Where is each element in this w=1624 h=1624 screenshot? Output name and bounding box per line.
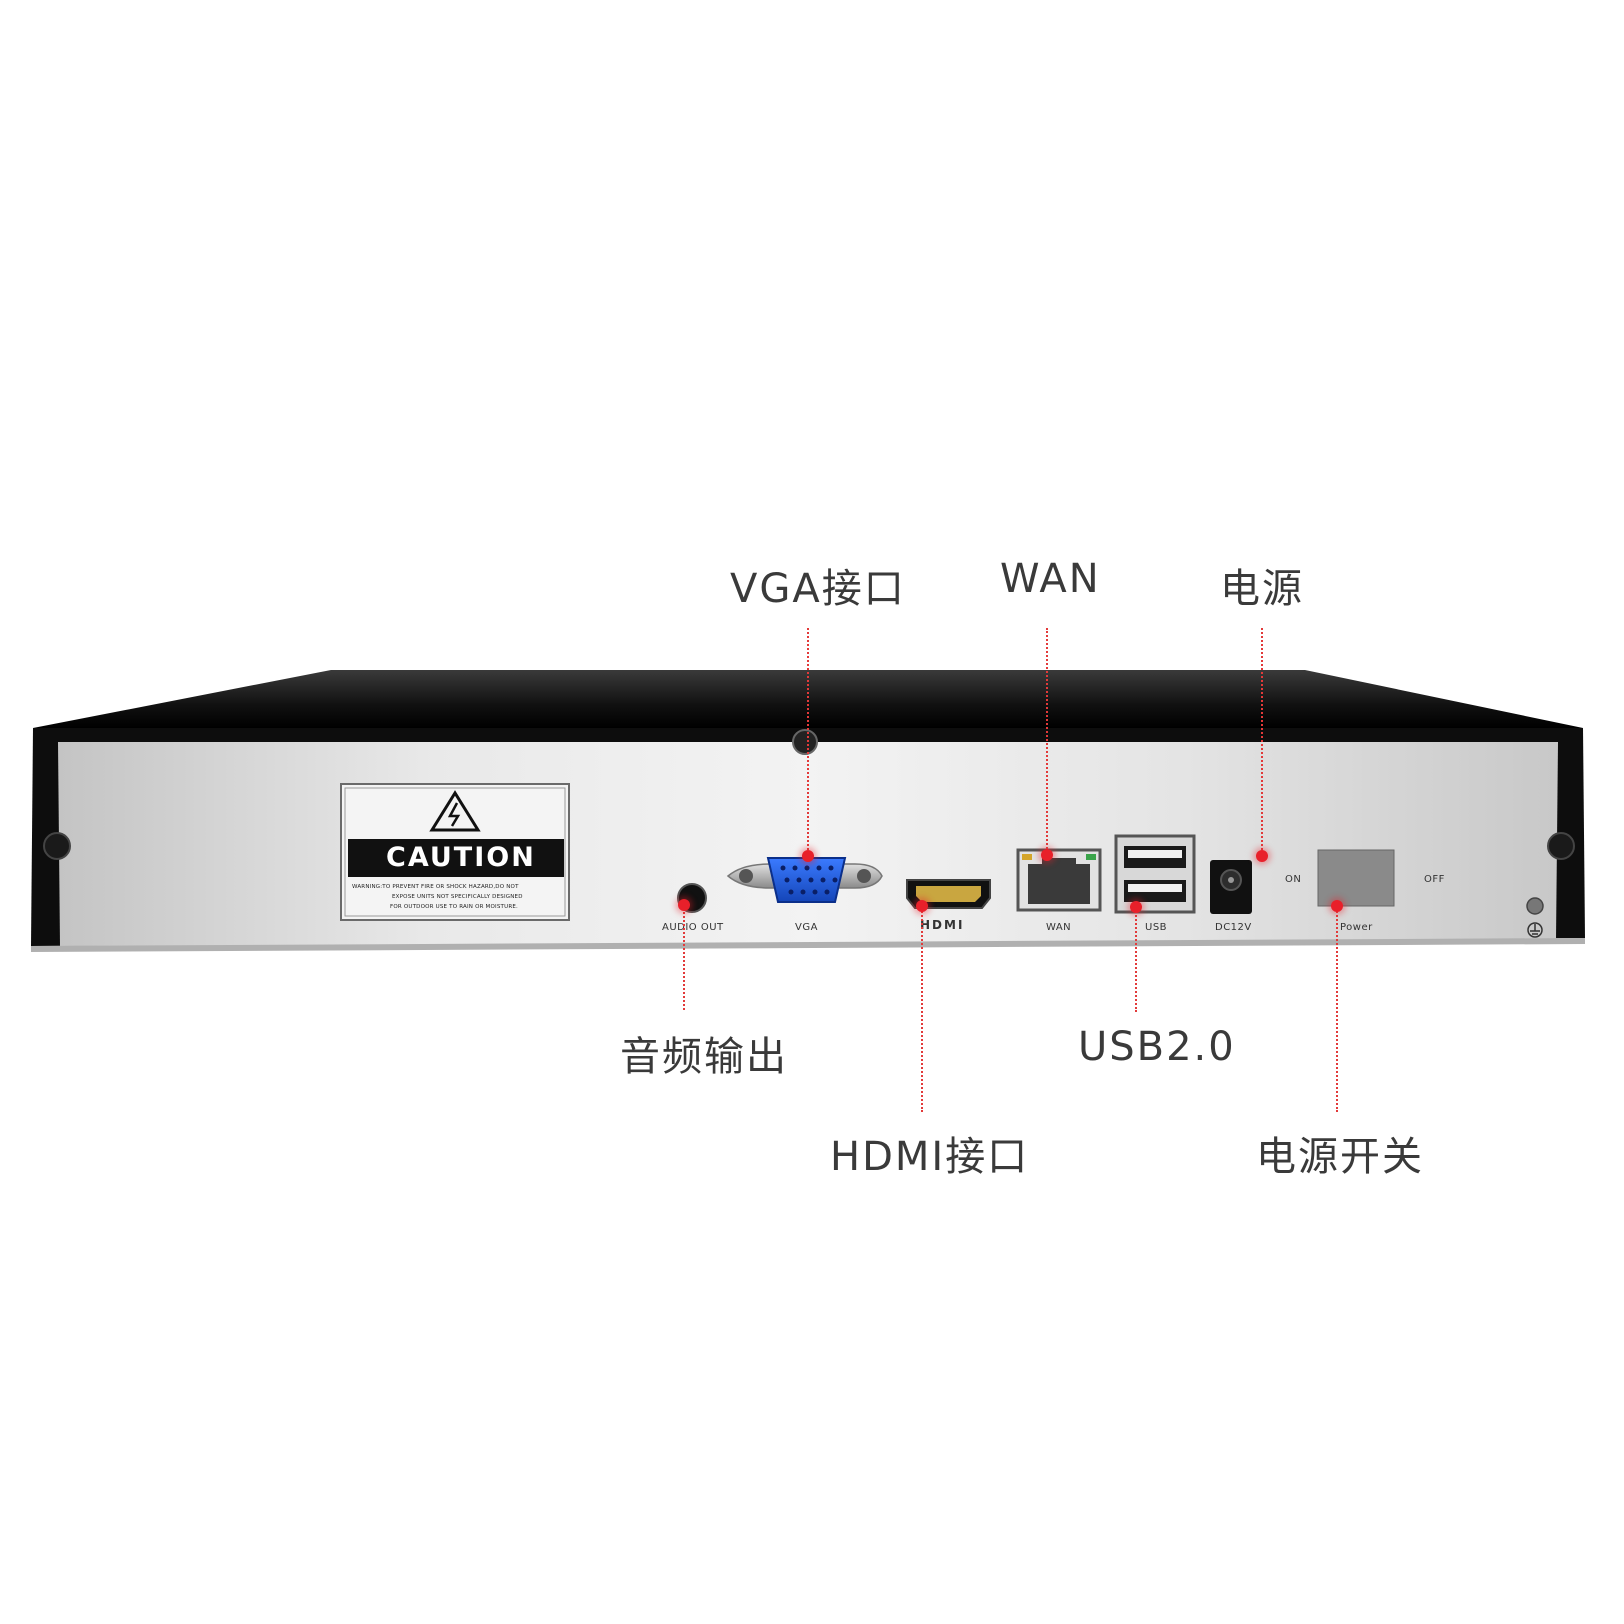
leader-audio: [683, 904, 685, 1010]
marker-dot-power: [1256, 850, 1268, 862]
screw-left: [43, 832, 71, 860]
label-audio-out: AUDIO OUT: [662, 922, 724, 933]
leader-power: [1261, 628, 1263, 854]
callout-wan: WAN: [1000, 556, 1101, 602]
callout-hdmi: HDMI接口: [830, 1134, 1030, 1180]
label-hdmi: HDMI: [920, 918, 965, 932]
caution-line: EXPOSE UNITS NOT SPECIFICALLY DESIGNED: [392, 894, 523, 900]
caution-title: CAUTION: [386, 842, 536, 873]
marker-dot-audio: [678, 899, 690, 911]
label-on: ON: [1285, 874, 1302, 885]
marker-dot-power-switch: [1331, 900, 1343, 912]
callout-power-switch: 电源开关: [1256, 1134, 1424, 1180]
label-power: Power: [1340, 922, 1373, 933]
callout-power: 电源: [1220, 566, 1304, 612]
power-switch-icon: [1317, 849, 1395, 907]
callout-audio: 音频输出: [620, 1034, 788, 1080]
label-dc12v: DC12V: [1215, 922, 1252, 933]
marker-dot-wan: [1041, 849, 1053, 861]
label-off: OFF: [1424, 874, 1445, 885]
ground-icon: [1527, 922, 1543, 938]
leader-vga: [807, 628, 809, 854]
screw-right: [1547, 832, 1575, 860]
leader-usb: [1135, 904, 1137, 1012]
leader-hdmi: [921, 904, 923, 1112]
caution-banner: [348, 839, 564, 877]
caution-line: WARNING:TO PREVENT FIRE OR SHOCK HAZARD,…: [352, 884, 519, 890]
ground-screw: [1526, 897, 1544, 915]
marker-dot-hdmi: [916, 900, 928, 912]
marker-dot-usb: [1130, 901, 1142, 913]
leader-wan: [1046, 628, 1048, 852]
label-usb: USB: [1145, 922, 1168, 933]
leader-power-switch: [1336, 904, 1338, 1112]
marker-dot-vga: [802, 850, 814, 862]
callout-usb: USB2.0: [1078, 1024, 1236, 1070]
label-vga: VGA: [795, 922, 818, 933]
callout-vga: VGA接口: [730, 566, 906, 612]
caution-line: FOR OUTDOOR USE TO RAIN OR MOISTURE.: [390, 904, 518, 910]
screw-top: [792, 729, 818, 755]
label-wan: WAN: [1046, 922, 1072, 933]
